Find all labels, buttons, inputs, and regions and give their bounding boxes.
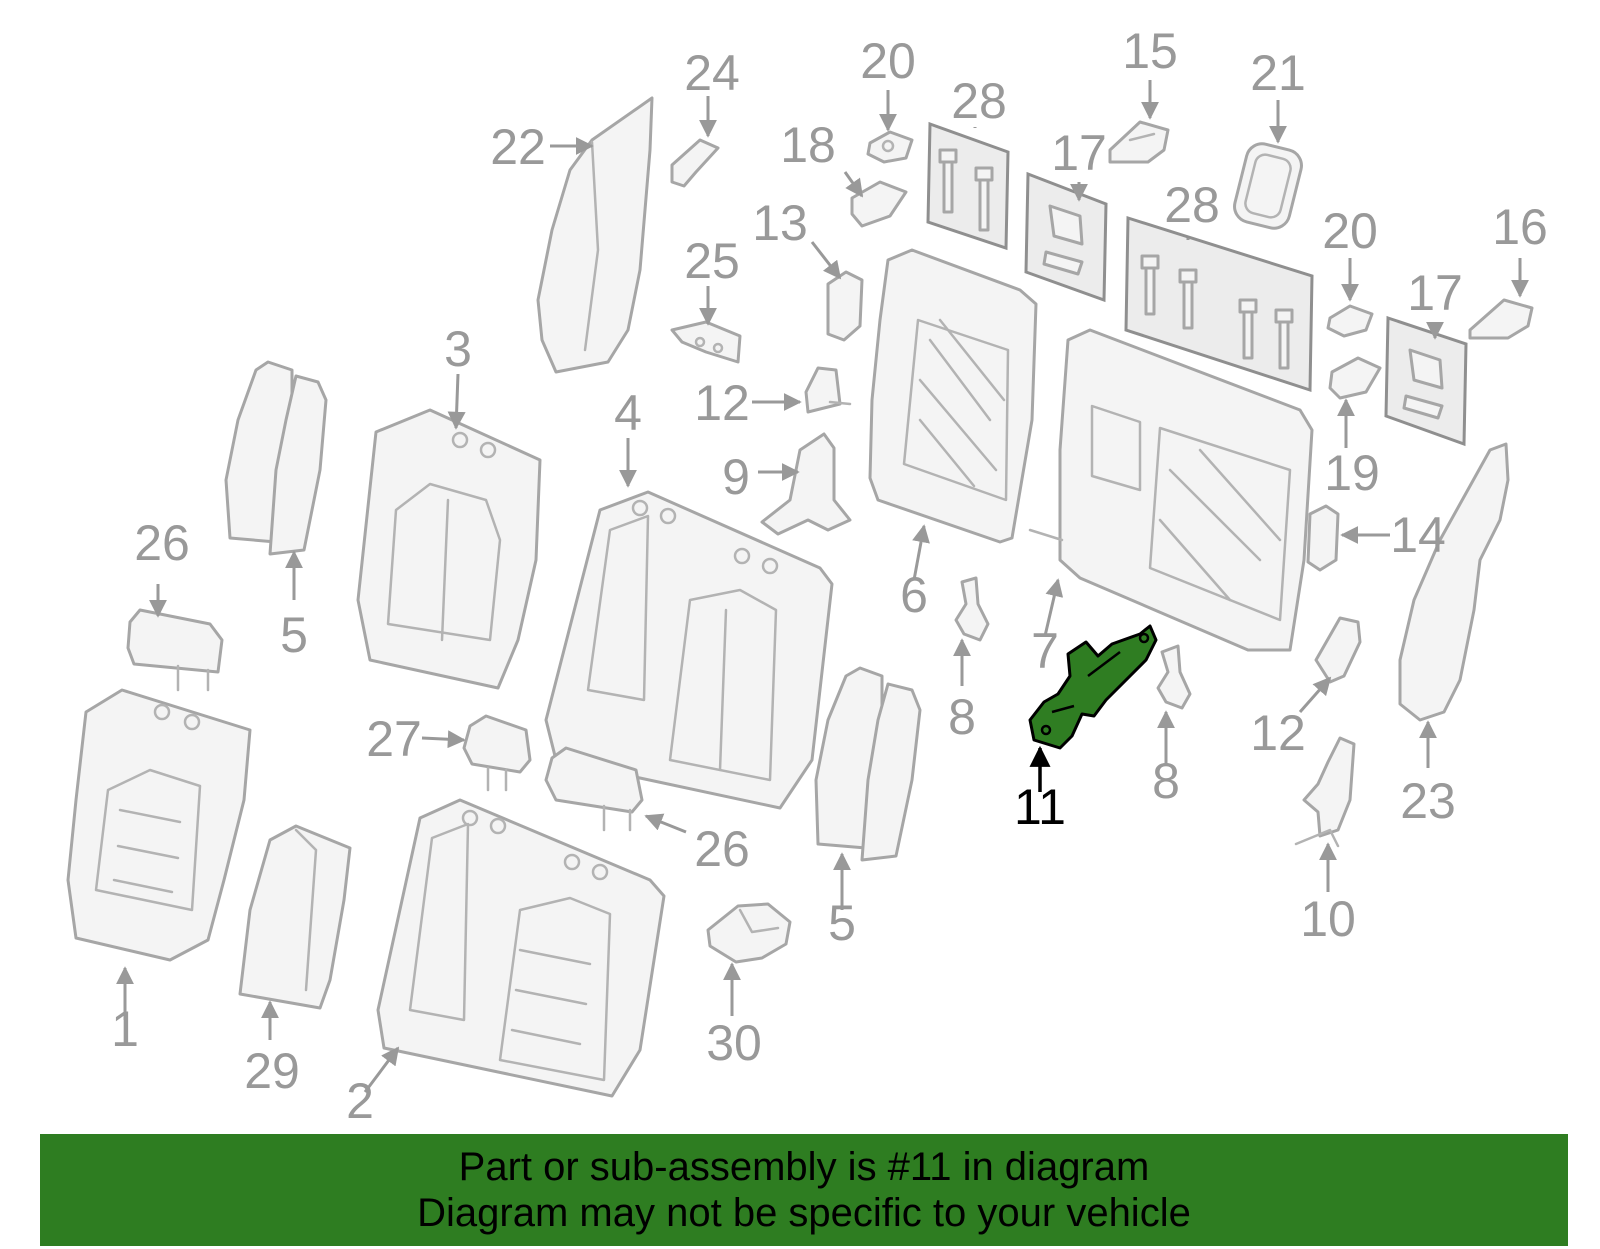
part-24-bracket [670, 138, 720, 188]
callout-25: 25 [684, 233, 740, 289]
part-1-seat-cushion [66, 688, 252, 962]
callout-17-right: 17 [1407, 265, 1463, 321]
part-12-pivot-upper [804, 366, 852, 414]
callout-12-lower: 12 [1250, 705, 1306, 761]
callout-9: 9 [722, 449, 750, 505]
callout-12-upper: 12 [694, 375, 750, 431]
part-16-latch [1468, 298, 1534, 340]
callout-18: 18 [780, 117, 836, 173]
part-5-side-bolster-lower [814, 666, 922, 862]
leader-lines [116, 80, 1529, 1093]
callout-28-left: 28 [951, 73, 1007, 129]
callout-labels: 1 2 3 4 5 5 6 7 8 8 9 10 11 12 12 13 14 … [111, 23, 1548, 1129]
callout-19: 19 [1324, 445, 1380, 501]
callout-6: 6 [900, 567, 928, 623]
part-17-latch-box-left [1024, 171, 1108, 303]
part-9-support-bracket [760, 432, 852, 536]
part-29-armrest [238, 824, 352, 1010]
part-20-clip-top [866, 130, 914, 164]
part-20-clip-right [1326, 304, 1374, 338]
callout-3: 3 [444, 321, 472, 377]
part-8-bracket-left [954, 576, 990, 642]
callout-11-highlighted: 11 [1014, 779, 1066, 835]
callout-8-right: 8 [1152, 753, 1180, 809]
part-27-headrest [462, 714, 532, 792]
callout-7: 7 [1031, 623, 1059, 679]
banner-line-disclaimer: Diagram may not be specific to your vehi… [417, 1191, 1191, 1235]
part-22-side-trim [536, 96, 654, 374]
part-26-headrest-upper [126, 608, 224, 692]
info-banner: Part or sub-assembly is #11 in diagram D… [40, 1134, 1568, 1246]
part-13-hinge-cover [826, 270, 864, 342]
callout-17-left: 17 [1051, 125, 1107, 181]
part-30-bracket [706, 902, 792, 964]
part-8-bracket-right [1156, 644, 1192, 710]
part-28-bolt-box-left [926, 121, 1010, 251]
part-26-headrest-lower [544, 746, 644, 832]
callout-14: 14 [1390, 507, 1446, 563]
part-7-backrest-frame-right [1028, 328, 1314, 652]
part-2-back-cushion-lower [376, 798, 666, 1098]
callout-20-right: 20 [1322, 203, 1378, 259]
part-23-side-bolster [1398, 442, 1510, 722]
callout-10: 10 [1300, 891, 1356, 947]
part-4-back-cushion-middle [544, 490, 834, 810]
part-21-trim-ring [1233, 142, 1303, 230]
callout-30: 30 [706, 1015, 762, 1071]
callout-1: 1 [111, 1001, 139, 1057]
callout-27: 27 [366, 711, 422, 767]
part-10-striker [1294, 736, 1356, 848]
callout-2: 2 [346, 1073, 374, 1129]
callout-24: 24 [684, 45, 740, 101]
part-25-bracket [670, 320, 742, 364]
part-19-clip [1328, 356, 1382, 400]
callout-4: 4 [614, 385, 642, 441]
callout-28-right: 28 [1164, 177, 1220, 233]
callout-5-lower: 5 [828, 895, 856, 951]
part-5-side-bolster-upper [224, 360, 328, 556]
callout-26-upper: 26 [134, 515, 190, 571]
part-17-latch-box-right [1384, 315, 1468, 447]
callout-8-left: 8 [948, 689, 976, 745]
part-14-clip [1306, 504, 1340, 572]
part-18-clip [850, 180, 908, 228]
callout-5-upper: 5 [280, 607, 308, 663]
part-3-back-cushion-upper [356, 408, 542, 690]
callout-16: 16 [1492, 199, 1548, 255]
callout-21: 21 [1250, 45, 1306, 101]
part-28-bolt-box-right [1124, 215, 1314, 393]
callout-20-top: 20 [860, 33, 916, 89]
callout-29: 29 [244, 1043, 300, 1099]
part-12-pivot-lower [1314, 616, 1362, 684]
callout-13: 13 [752, 195, 808, 251]
callout-23: 23 [1400, 773, 1456, 829]
callout-26-lower: 26 [694, 821, 750, 877]
part-15-latch [1108, 120, 1170, 164]
part-11-hinge-bracket-highlighted[interactable] [1028, 624, 1158, 750]
callout-15: 15 [1122, 23, 1178, 79]
part-6-backrest-frame-left [868, 248, 1038, 544]
banner-line-part-number: Part or sub-assembly is #11 in diagram [458, 1145, 1150, 1189]
callout-22: 22 [490, 119, 546, 175]
